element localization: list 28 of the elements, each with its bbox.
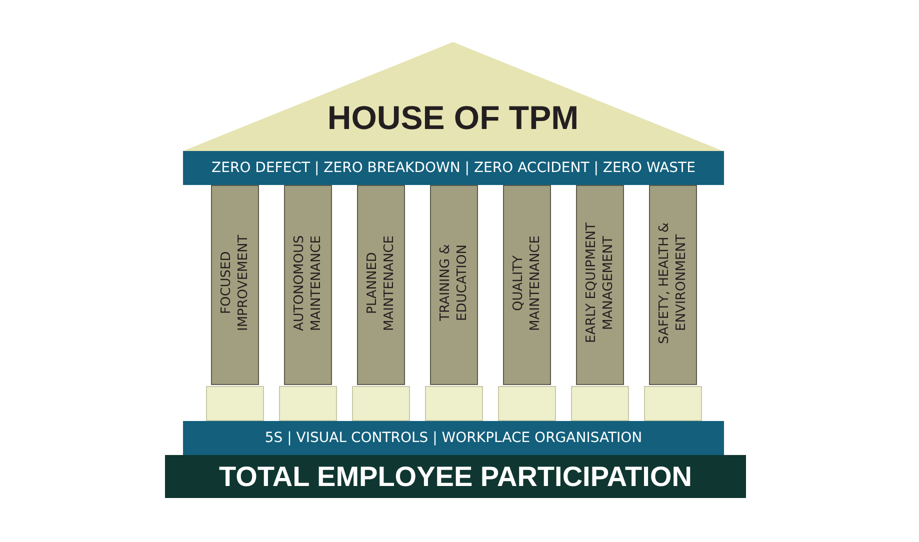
pedestal xyxy=(206,386,264,421)
roof-title: HOUSE OF TPM xyxy=(327,99,579,137)
beam-band xyxy=(183,421,724,455)
pillar-label: TRAINING & EDUCATION xyxy=(437,244,471,324)
beam-band xyxy=(183,151,724,185)
pillar-label: EARLY EQUIPMENT MANAGEMENT xyxy=(583,222,617,346)
pillar-label: QUALITY MAINTENANCE xyxy=(510,234,544,333)
pillar-label: PLANNED MAINTENANCE xyxy=(364,234,398,333)
pedestal xyxy=(279,386,337,421)
pillar xyxy=(576,185,624,385)
foundation-text: TOTAL EMPLOYEE PARTICIPATION xyxy=(219,460,692,492)
band-text: 5S | VISUAL CONTROLS | WORKPLACE ORGANISATION xyxy=(264,430,642,446)
foundation-band xyxy=(165,455,746,498)
pillar xyxy=(649,185,697,385)
pillar-label: FOCUSED IMPROVEMENT xyxy=(218,234,252,334)
pedestal xyxy=(425,386,483,421)
pedestal xyxy=(498,386,556,421)
pillar xyxy=(430,185,478,385)
pedestal xyxy=(571,386,629,421)
pillar xyxy=(211,185,259,385)
pedestal xyxy=(644,386,702,421)
band-text: ZERO DEFECT | ZERO BREAKDOWN | ZERO ACCIDENT | ZERO WASTE xyxy=(212,160,696,176)
pillar xyxy=(357,185,405,385)
pillar xyxy=(284,185,332,385)
pedestal xyxy=(352,386,410,421)
pillar-label: SAFETY, HEALTH & ENVIRONMENT xyxy=(656,221,690,346)
pillar xyxy=(503,185,551,385)
pillar-label: AUTONOMOUS MAINTENANCE xyxy=(291,234,325,333)
